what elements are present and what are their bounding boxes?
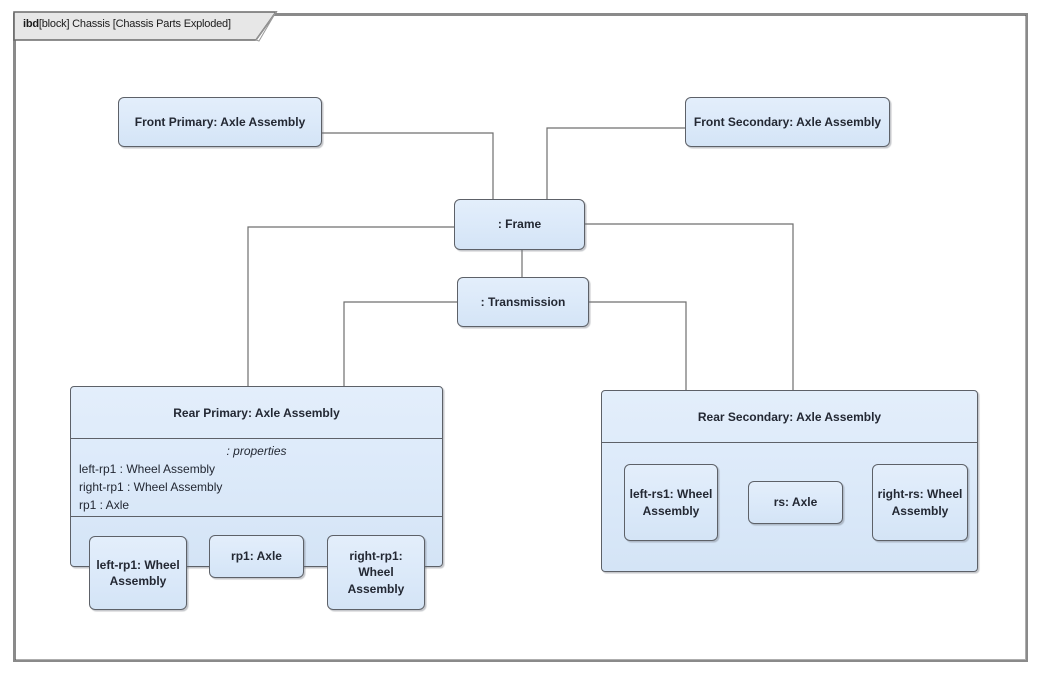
connector-frontprimary-frame[interactable] [322, 132, 494, 200]
diagram-title: ibd[block] Chassis [Chassis Parts Explod… [23, 18, 231, 34]
part-right-rs-wheel-assembly[interactable]: right-rs: Wheel Assembly [872, 464, 968, 541]
connector-frame-rearsecondary[interactable] [585, 223, 794, 391]
part-rs-axle[interactable]: rs: Axle [748, 481, 843, 524]
frame-tab-shape [13, 11, 278, 42]
part-label: rp1: Axle [231, 549, 282, 564]
diagram-frame [13, 13, 1028, 662]
part-left-rp1-wheel-assembly[interactable]: left-rp1: Wheel Assembly [89, 536, 187, 610]
part-left-rs1-wheel-assembly[interactable]: left-rs1: Wheel Assembly [624, 464, 718, 541]
node-frame-part[interactable]: : Frame [454, 199, 585, 250]
diagram-frame-tab: ibd[block] Chassis [Chassis Parts Explod… [13, 11, 281, 42]
node-title: Rear Primary: Axle Assembly [71, 387, 442, 439]
node-transmission[interactable]: : Transmission [457, 277, 589, 327]
node-front-secondary-axle-assembly[interactable]: Front Secondary: Axle Assembly [685, 97, 890, 147]
connector-frontsecondary-frame[interactable] [546, 127, 685, 200]
property-row: left-rp1 : Wheel Assembly [79, 462, 216, 476]
node-title: Rear Secondary: Axle Assembly [602, 391, 977, 443]
node-label: Front Primary: Axle Assembly [134, 114, 306, 129]
part-label: right-rs: Wheel Assembly [877, 487, 963, 518]
diagram-kind-keyword: ibd [23, 18, 39, 30]
connector-transmission-rearsecondary[interactable] [589, 301, 687, 391]
part-label: rs: Axle [773, 495, 818, 510]
part-rp1-axle[interactable]: rp1: Axle [209, 535, 304, 578]
node-label: : Transmission [480, 294, 566, 309]
part-label: left-rp1: Wheel Assembly [96, 557, 180, 589]
properties-compartment: : properties left-rp1 : Wheel Assembly r… [71, 439, 442, 517]
diagram-title-text: [block] Chassis [Chassis Parts Exploded] [38, 18, 231, 30]
part-label: left-rs1: Wheel Assembly [629, 487, 713, 518]
node-front-primary-axle-assembly[interactable]: Front Primary: Axle Assembly [118, 97, 322, 147]
properties-header: : properties [226, 444, 287, 458]
property-row: right-rp1 : Wheel Assembly [79, 480, 223, 494]
part-label: right-rp1: Wheel Assembly [347, 548, 405, 596]
property-row: rp1 : Axle [79, 498, 130, 512]
connector-transmission-rearprimary[interactable] [343, 301, 457, 387]
node-label: Front Secondary: Axle Assembly [693, 114, 882, 129]
part-right-rp1-wheel-assembly[interactable]: right-rp1: Wheel Assembly [327, 535, 425, 610]
connector-frame-rearprimary[interactable] [247, 226, 454, 387]
node-label: : Frame [497, 217, 542, 232]
